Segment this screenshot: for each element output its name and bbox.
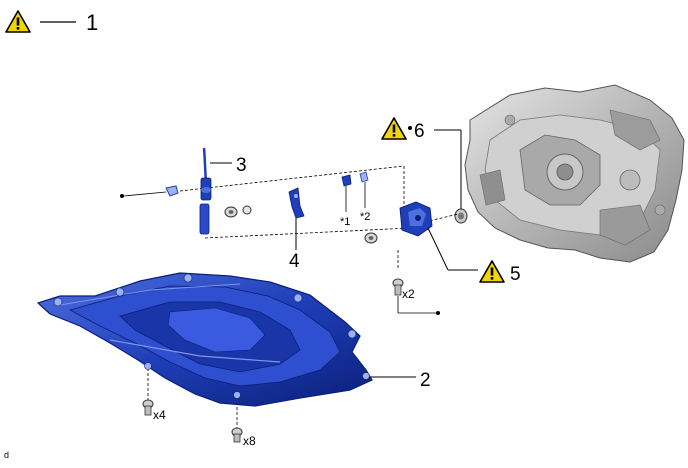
callout-3: 3 bbox=[236, 155, 247, 176]
part-3-shaft bbox=[199, 147, 212, 235]
part-5-control-bracket bbox=[399, 201, 433, 237]
callout-1: 1 bbox=[86, 10, 98, 35]
part-star-2-pin bbox=[359, 171, 369, 183]
alignment-lines bbox=[147, 165, 459, 428]
dot-marker-icon bbox=[436, 311, 440, 315]
transaxle-assembly bbox=[464, 84, 685, 263]
part-6-oil-seal bbox=[454, 208, 468, 224]
bolt-x8-label: x8 bbox=[243, 434, 256, 448]
leader-line bbox=[123, 191, 167, 197]
bolt-x2 bbox=[392, 278, 404, 296]
callout-star-1: *1 bbox=[340, 216, 350, 228]
part-2-under-cover bbox=[36, 272, 373, 407]
callout-5: 5 bbox=[510, 264, 521, 285]
part-4-bracket bbox=[288, 187, 305, 219]
nut-and-washer bbox=[224, 205, 252, 218]
warning-icon bbox=[5, 10, 31, 33]
leader-line bbox=[427, 227, 449, 271]
bolt-x4 bbox=[142, 399, 154, 416]
nut-small bbox=[364, 232, 378, 244]
bolt-x4-label: x4 bbox=[153, 408, 166, 422]
warning-icon bbox=[381, 117, 407, 140]
callout-star-2: *2 bbox=[360, 211, 370, 223]
part-star-1-clip bbox=[341, 174, 352, 187]
bolt-x2-label: x2 bbox=[402, 287, 415, 301]
callout-2: 2 bbox=[420, 370, 431, 391]
clip-left bbox=[165, 185, 179, 197]
callout-4: 4 bbox=[289, 251, 300, 272]
dot-marker-icon bbox=[120, 194, 124, 198]
callout-6: 6 bbox=[414, 121, 425, 142]
bolt-x8 bbox=[231, 427, 243, 443]
dot-marker-icon bbox=[408, 126, 412, 130]
warning-icon bbox=[479, 260, 505, 283]
callout-1-group: 1 bbox=[5, 10, 98, 35]
figure-caption: d bbox=[4, 450, 9, 460]
